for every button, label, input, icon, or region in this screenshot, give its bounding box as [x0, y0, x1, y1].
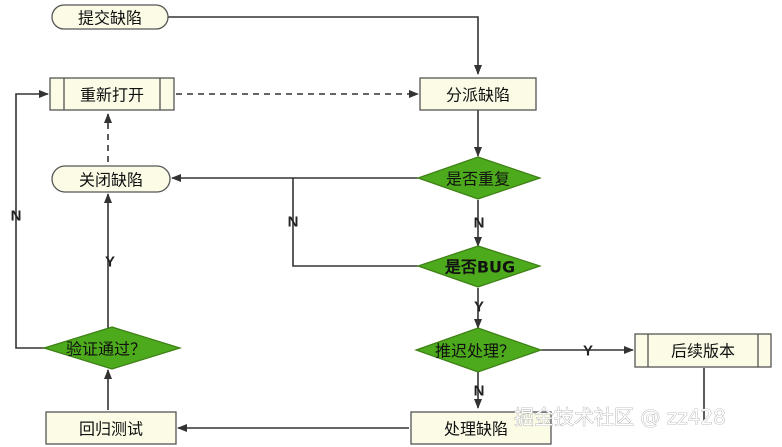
- edge-label-bug-no: N: [288, 214, 299, 231]
- node-close-shape: [51, 165, 171, 193]
- decision-defer: 推迟处理？: [435, 342, 515, 361]
- node-later-shape: [634, 333, 772, 368]
- decision-defer-shape: [414, 327, 543, 373]
- decision-verify: 验证通过？: [66, 340, 146, 359]
- node-handle: 处理缺陷: [444, 420, 508, 439]
- decision-verify-shape: [41, 326, 183, 370]
- node-close: 关闭缺陷: [79, 171, 143, 190]
- edge-label-duplicate-no: N: [474, 215, 485, 232]
- edge-verify-reopen: [15, 90, 49, 349]
- node-assign: 分派缺陷: [446, 86, 510, 105]
- node-submit: 提交缺陷: [78, 9, 142, 28]
- edge-submit-assign: [168, 16, 482, 75]
- node-handle-shape: [410, 411, 552, 445]
- edge-label-verify-no: N: [11, 208, 22, 225]
- node-regression: 回归测试: [79, 420, 143, 439]
- node-later-version: 后续版本: [671, 342, 735, 361]
- watermark: 掘金技术社区 @ zz428: [514, 405, 726, 429]
- edge-label-defer-yes: Y: [583, 343, 593, 360]
- decision-duplicate: 是否重复: [446, 170, 510, 189]
- edge-label-verify-yes: Y: [105, 254, 115, 271]
- decision-bug-shape: [416, 245, 542, 288]
- decision-bug: 是否BUG: [444, 258, 515, 277]
- node-reopen-shape: [49, 77, 175, 111]
- edge-bug-no: [292, 178, 418, 267]
- node-regression-shape: [45, 411, 177, 445]
- node-assign-shape: [419, 77, 537, 111]
- node-submit-shape: [51, 4, 169, 30]
- edge-label-bug-yes: Y: [474, 299, 484, 316]
- edge-label-defer-no: N: [474, 383, 485, 400]
- node-reopen: 重新打开: [80, 86, 144, 105]
- decision-duplicate-shape: [416, 156, 542, 200]
